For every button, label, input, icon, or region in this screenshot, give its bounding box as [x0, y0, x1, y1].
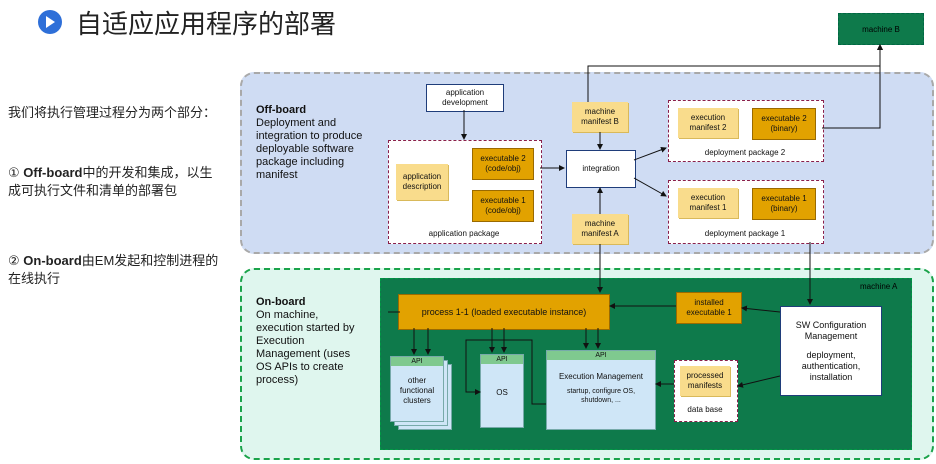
execution-manifest-1-note: execution manifest 1 — [678, 188, 738, 218]
executable1-binary-box: executable 1 (binary) — [752, 188, 816, 220]
application-description-note: application description — [396, 164, 448, 200]
application-development-box: application development — [426, 84, 504, 112]
item2-bold: On-board — [23, 253, 82, 268]
deployment-package-1-label: deployment package 1 — [704, 229, 786, 238]
item2-text: ② On-board由EM发起和控制进程的在线执行 — [8, 252, 220, 288]
os-label: OS — [496, 388, 508, 397]
arrow-integration-to-pkg1 — [633, 177, 667, 197]
offboard-desc: Deployment and integration to produce de… — [256, 117, 363, 181]
intro-text: 我们将执行管理过程分为两个部分： — [8, 104, 220, 122]
processed-manifests-note: processed manifests — [680, 366, 730, 396]
arrow-to-machine-b-1 — [587, 44, 883, 102]
api-label: API — [547, 351, 655, 360]
item1-number: ① — [8, 165, 24, 180]
machine-manifest-b-note: machine manifest B — [572, 102, 628, 132]
onboard-label: On-board On machine, execution started b… — [256, 296, 366, 387]
intro-line: 我们将执行管理过程分为两个部分： — [8, 105, 217, 120]
em-title: Execution Management — [558, 372, 644, 381]
em-desc: startup, configure OS, shutdown, ... — [566, 388, 636, 404]
arrow-swcm-to-database — [737, 375, 781, 388]
deployment-package-2-label: deployment package 2 — [704, 148, 786, 157]
machine-manifest-a-note: machine manifest A — [572, 214, 628, 244]
title-bullet-icon — [38, 10, 62, 34]
item2-rest: 由EM发起和控制进程的在线执行 — [8, 253, 219, 286]
executable2-code-box: executable 2 (code/obj) — [472, 148, 534, 180]
item1-rest: 中的开发和集成，以生成可执行文件和清单的部署包 — [8, 165, 213, 198]
offboard-heading: Off-board — [256, 104, 307, 116]
executable2-binary-box: executable 2 (binary) — [752, 108, 816, 140]
process-box: process 1-1 (loaded executable instance) — [398, 294, 610, 330]
api-label: API — [481, 355, 523, 364]
data-base-label: data base — [687, 405, 723, 414]
executable1-code-box: executable 1 (code/obj) — [472, 190, 534, 222]
page-title: 自适应应用程序的部署 — [76, 10, 337, 40]
execution-management-box: API Execution Management startup, config… — [546, 350, 656, 430]
execution-manifest-2-note: execution manifest 2 — [678, 108, 738, 138]
arrow-integration-to-pkg2 — [633, 146, 667, 161]
machine-a-label: machine A — [860, 282, 898, 291]
swcm-title: SW Configuration Management — [795, 319, 867, 341]
item1-bold: Off-board — [23, 165, 83, 180]
arrow-swcm-to-installed — [741, 305, 781, 313]
swcm-desc: deployment, authentication, installation — [801, 349, 861, 382]
onboard-heading: On-board — [256, 296, 306, 308]
offboard-label: Off-board Deployment and integration to … — [256, 104, 366, 182]
installed-executable-box: installed executable 1 — [676, 292, 742, 324]
onboard-desc: On machine, execution started by Executi… — [256, 309, 355, 386]
arrow-em-to-os — [465, 339, 546, 405]
other-clusters-box: API other functional clusters — [390, 356, 444, 422]
item2-number: ② — [8, 253, 24, 268]
sw-configuration-management-box: SW Configuration Management deployment, … — [780, 306, 882, 396]
integration-box: integration — [566, 150, 636, 188]
other-clusters-label: other functional clusters — [399, 376, 435, 405]
application-package-label: application package — [428, 229, 500, 238]
os-box: API OS — [480, 354, 524, 428]
arrow-to-machine-b-2 — [822, 44, 883, 129]
item1-text: ① Off-board中的开发和集成，以生成可执行文件和清单的部署包 — [8, 164, 220, 200]
api-label: API — [391, 357, 443, 366]
